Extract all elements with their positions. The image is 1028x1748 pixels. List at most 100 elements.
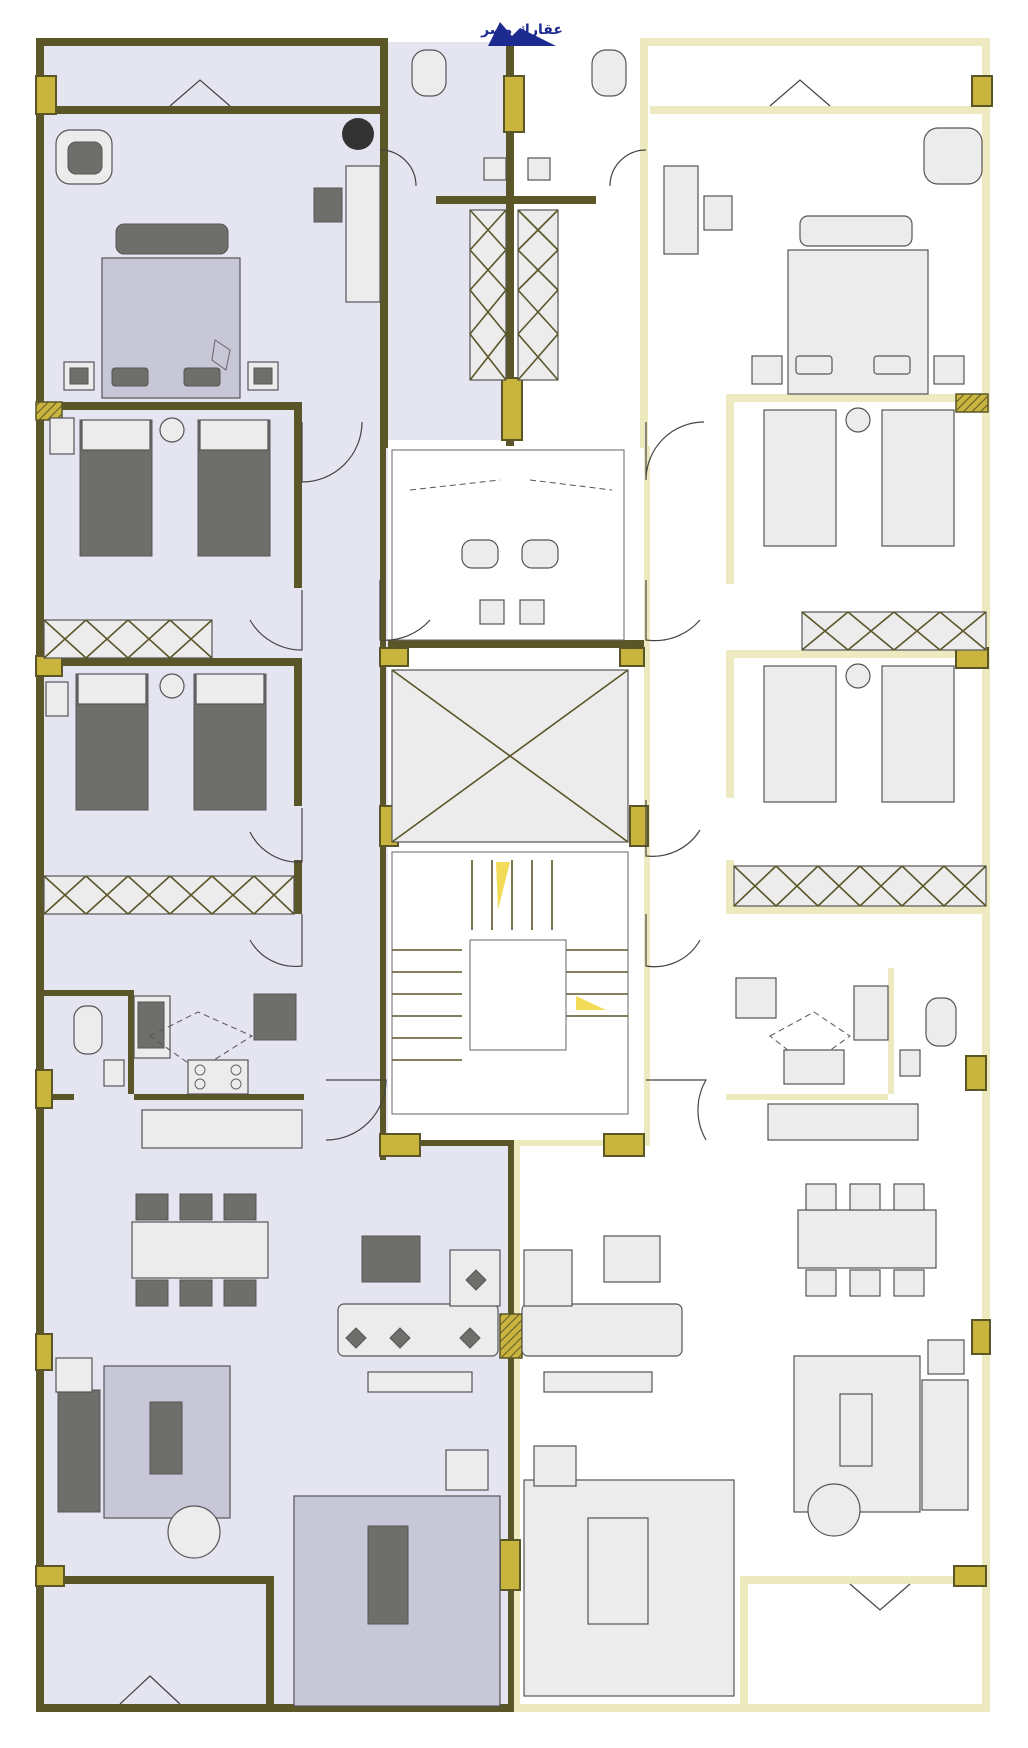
toilet [925,997,957,1047]
right-bedroom-3 [733,663,987,907]
lamp [159,417,185,443]
chair [223,1193,257,1221]
core [391,209,629,1115]
plant [342,118,374,150]
stove [783,1049,845,1085]
logo: عقارك مصر [480,22,563,46]
sofa [521,1303,683,1357]
tv-unit [603,1235,661,1283]
sink [899,1049,921,1077]
chair [179,1193,213,1221]
chair [805,1183,837,1211]
armchair [923,127,983,185]
elevator [391,669,629,843]
chair [893,1269,925,1297]
sink [461,539,499,569]
columns [35,75,993,1591]
dining-table [797,1209,937,1269]
wardrobe-left-2 [43,619,213,659]
toilet [73,1005,103,1055]
toilet [411,49,447,97]
stove [187,1059,249,1095]
right-kitchen [735,977,919,1141]
stairs [391,851,629,1115]
chair [805,1269,837,1297]
pillow [795,355,833,375]
twin-bed [881,665,955,803]
armchair [445,1449,489,1491]
desk [663,165,699,255]
lamp [845,663,871,689]
chair [179,1279,213,1307]
left-top-bath [411,49,627,181]
left-unit-walls [36,38,644,1712]
core-light-fill [388,440,644,640]
toilet [591,49,627,97]
logo-mark [488,22,556,46]
chair [135,1193,169,1221]
sink [103,1059,125,1087]
lamp [159,673,185,699]
right-master-bedroom [663,127,983,395]
left-master-bedroom [55,118,381,399]
shower [483,157,507,181]
wardrobe-left-3 [43,875,295,915]
shaft-right [517,209,559,381]
armchair [807,1483,861,1537]
lamp [845,407,871,433]
pillow [873,355,911,375]
dining-table [131,1221,269,1279]
core-bathrooms [391,449,625,641]
left-balcony-fill [40,42,380,112]
tv-unit [361,1235,421,1283]
nightstand [751,355,783,385]
coffee-table [839,1393,873,1467]
armchair [55,1357,93,1393]
sofa [921,1379,969,1511]
coffee-table [149,1401,183,1475]
twin-bed [881,409,955,547]
twin-bed [763,409,837,547]
chair [703,195,733,231]
sofa [337,1303,499,1357]
kitchen-counter [853,985,889,1041]
left-living [55,1235,501,1707]
doors [119,79,911,1705]
fridge [253,993,297,1041]
right-wc [899,997,957,1077]
bed-headboard [799,215,913,247]
left-bedroom-3 [43,673,295,915]
logo-text: عقارك مصر [480,22,563,38]
chair [135,1279,169,1307]
coffee-table [367,1525,409,1625]
right-bedroom-2 [763,407,987,651]
shower [527,157,551,181]
desk [345,165,381,303]
wardrobe-right-3 [733,865,987,907]
shaft-left [469,209,507,381]
fridge [735,977,777,1019]
coffee-table [587,1517,649,1625]
right-dining [797,1183,937,1297]
armchair [533,1445,577,1487]
chair [893,1183,925,1211]
left-kitchen [133,993,303,1149]
nightstand [45,681,69,717]
chair [849,1269,881,1297]
wardrobe-right-2 [801,611,987,651]
twin-bed [763,665,837,803]
shower [519,599,545,625]
right-living [521,1235,969,1697]
chair [313,187,343,223]
pillow [183,367,221,387]
chair [223,1279,257,1307]
armchair [167,1505,221,1559]
nightstand [49,417,75,455]
armchair [927,1339,965,1375]
nightstand [63,361,95,391]
sink [521,539,559,569]
left-dining [131,1193,269,1307]
pillow [111,367,149,387]
nightstand [933,355,965,385]
